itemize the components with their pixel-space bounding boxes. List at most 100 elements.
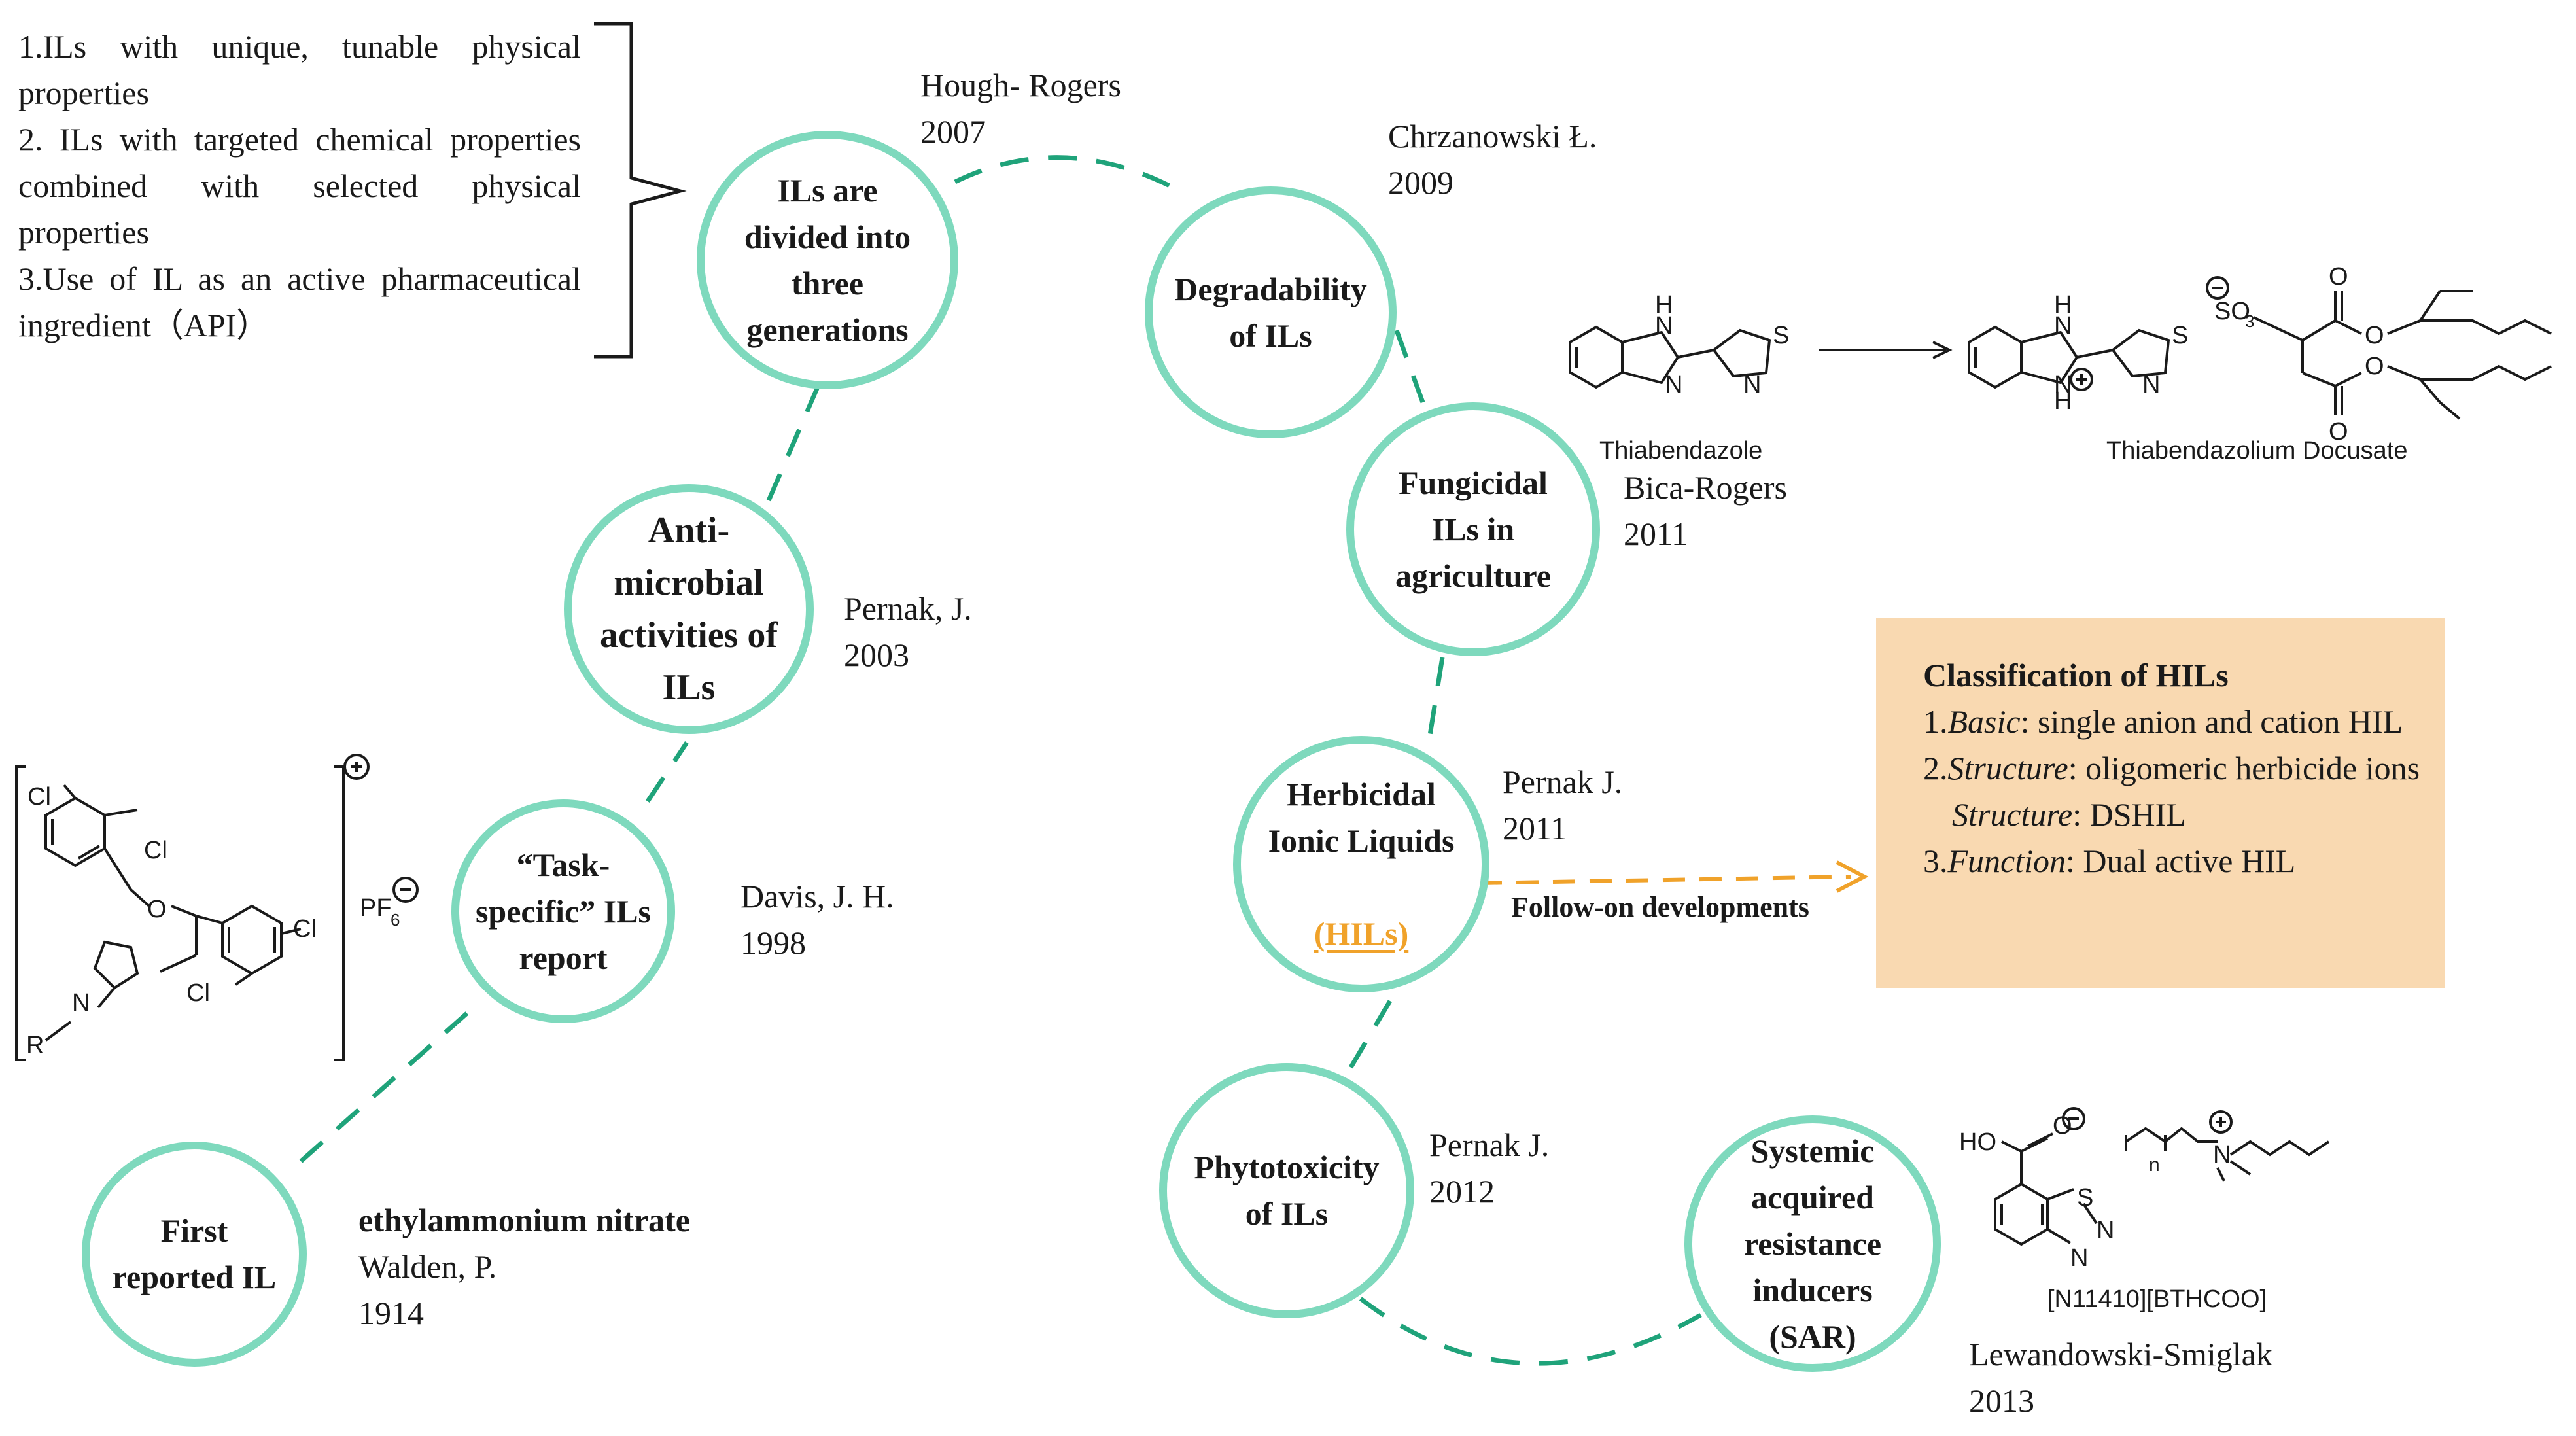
hils-link[interactable]: (HILs) bbox=[1314, 915, 1409, 952]
left-compound-structure bbox=[15, 754, 419, 1061]
label-sar-compound: [N11410][BTHCOO] bbox=[2047, 1286, 2267, 1313]
label-lewandowski: Lewandowski-Smiglak 2013 bbox=[1969, 1336, 2272, 1419]
generations-brace bbox=[594, 22, 687, 359]
atom-n-1: N bbox=[1655, 312, 1673, 340]
label-pernak-2011: Pernak J. 2011 bbox=[1503, 763, 1623, 847]
label-pernak-2012: Pernak J. 2012 bbox=[1429, 1127, 1550, 1210]
node-fungicidal-label: Fungicidal ILs in agriculture bbox=[1395, 464, 1551, 594]
classification-item-1-prefix: 1. bbox=[1923, 703, 1948, 740]
sar-compound-structure bbox=[1994, 1107, 2330, 1246]
node-phytotoxicity: Phytotoxicity of ILs bbox=[1159, 1063, 1414, 1318]
classification-box: Classification of HILs 1.Basic: single a… bbox=[1876, 618, 2445, 988]
atom-pf6: PF bbox=[360, 894, 392, 922]
connector-generations-to-degradability bbox=[954, 155, 1172, 189]
classification-item-2b: Structure: DSHIL bbox=[1923, 792, 2424, 838]
classification-item-2-prefix: 2. bbox=[1923, 750, 1948, 786]
atom-so3-sub: 3 bbox=[2245, 311, 2254, 331]
classification-item-3-prefix: 3. bbox=[1923, 843, 1948, 879]
atom-s-2: S bbox=[2172, 322, 2188, 349]
classification-item-2-key: Structure bbox=[1947, 750, 2068, 786]
chem-atoms: Cl Cl O N R Cl Cl PF 6 H N N S N H N N H… bbox=[26, 263, 2384, 1272]
node-phytotoxicity-label: Phytotoxicity of ILs bbox=[1194, 1149, 1380, 1232]
classification-item-1-text: : single anion and cation HIL bbox=[2020, 703, 2403, 740]
atom-o: O bbox=[147, 896, 167, 923]
connector-task-to-antimicrobial bbox=[646, 741, 689, 803]
atom-n-7: N bbox=[2097, 1217, 2114, 1244]
label-davis: Davis, J. H. 1998 bbox=[740, 878, 894, 961]
atom-o-4: O bbox=[2329, 418, 2348, 446]
classification-item-1: 1.Basic: single anion and cation HIL bbox=[1923, 699, 2424, 745]
atom-o-5: O bbox=[2053, 1112, 2072, 1140]
atom-sub-n: n bbox=[2149, 1154, 2160, 1176]
label-pernak-2003: Pernak, J. 2003 bbox=[844, 590, 972, 673]
atom-s-1: S bbox=[1773, 322, 1789, 349]
label-chrzanowski: Chrzanowski Ł. 2009 bbox=[1388, 118, 1597, 201]
connector-phytotoxicity-to-sar bbox=[1359, 1297, 1702, 1366]
node-three-generations: ILs are divided into three generations bbox=[697, 131, 958, 389]
connector-first-to-task bbox=[299, 999, 483, 1163]
node-fungicidal: Fungicidal ILs in agriculture bbox=[1346, 402, 1600, 656]
classification-item-2-text: : oligomeric herbicide ions bbox=[2068, 750, 2420, 786]
node-herbicidal: Herbicidal Ionic Liquids (HILs) bbox=[1233, 736, 1489, 992]
node-first-reported-il-label: First reported IL bbox=[112, 1212, 277, 1295]
thiabendazole-reaction-structures bbox=[1569, 276, 2552, 420]
atom-h-1: H bbox=[1655, 291, 1673, 319]
node-antimicrobial: Anti- microbial activities of ILs bbox=[564, 484, 814, 734]
node-degradability-label: Degradability of ILs bbox=[1174, 270, 1367, 354]
node-antimicrobial-label: Anti- microbial activities of ILs bbox=[599, 510, 778, 708]
atom-n-3: N bbox=[1743, 371, 1761, 398]
classification-item-1-key: Basic bbox=[1947, 703, 2021, 740]
classification-item-3: 3.Function: Dual active HIL bbox=[1923, 838, 2424, 884]
node-sar: Systemic acquired resistance inducers (S… bbox=[1684, 1115, 1941, 1372]
atom-n-6: N bbox=[2142, 371, 2160, 398]
atom-n-9: N bbox=[2213, 1141, 2231, 1168]
atom-n-5: N bbox=[2054, 371, 2072, 398]
atom-h-2: H bbox=[2054, 291, 2072, 319]
classification-item-3-key: Function bbox=[1947, 843, 2066, 879]
label-follow-on: Follow-on developments bbox=[1511, 891, 1809, 923]
follow-on-arrow bbox=[1479, 860, 1869, 893]
atom-pf6-sub: 6 bbox=[391, 910, 400, 930]
atom-s-3: S bbox=[2077, 1184, 2093, 1212]
atom-n-2: N bbox=[1665, 371, 1682, 398]
node-herbicidal-label: Herbicidal Ionic Liquids bbox=[1268, 776, 1455, 859]
label-thiabendazolium-docusate: Thiabendazolium Docusate bbox=[2106, 437, 2408, 464]
node-first-reported-il: First reported IL bbox=[82, 1142, 307, 1367]
timeline-connectors bbox=[299, 155, 1702, 1366]
connector-herbicidal-to-phytotoxicity bbox=[1345, 1000, 1393, 1074]
label-ethylammonium: ethylammonium nitrate bbox=[358, 1202, 690, 1238]
atom-cl-2: Cl bbox=[144, 837, 167, 864]
atom-cl-1: Cl bbox=[27, 783, 51, 811]
atom-so3: SO bbox=[2214, 298, 2250, 325]
classification-item-3-text: : Dual active HIL bbox=[2066, 843, 2296, 879]
generations-list: 1.ILs with unique, tunable physical prop… bbox=[18, 28, 581, 343]
atom-n: N bbox=[72, 989, 90, 1017]
atom-n-8: N bbox=[2070, 1244, 2088, 1272]
atom-o-3: O bbox=[2365, 353, 2384, 380]
atom-h-3: H bbox=[2054, 387, 2072, 415]
classification-item-2: 2.Structure: oligomeric herbicide ions bbox=[1923, 745, 2424, 792]
connector-fungicidal-to-herbicidal bbox=[1427, 657, 1445, 740]
node-degradability: Degradability of ILs bbox=[1145, 186, 1397, 438]
atom-cl-4: Cl bbox=[186, 979, 210, 1007]
node-task-specific-label: “Task- specific” ILs report bbox=[475, 846, 652, 976]
label-thiabendazole: Thiabendazole bbox=[1599, 437, 1763, 464]
classification-item-2b-key: Structure bbox=[1952, 796, 2073, 833]
atom-o-2: O bbox=[2365, 322, 2384, 349]
node-sar-label: Systemic acquired resistance inducers (S… bbox=[1743, 1132, 1882, 1355]
label-bica-rogers: Bica-Rogers 2011 bbox=[1624, 469, 1787, 552]
atom-n-4: N bbox=[2054, 312, 2072, 340]
atom-ho: HO bbox=[1959, 1129, 1996, 1156]
label-walden: Walden, P. 1914 bbox=[358, 1248, 497, 1331]
atom-r: R bbox=[26, 1032, 44, 1059]
label-hough-rogers: Hough- Rogers 2007 bbox=[920, 67, 1121, 150]
atom-cl-3: Cl bbox=[293, 915, 317, 943]
classification-item-2b-text: : DSHIL bbox=[2072, 796, 2186, 833]
node-three-generations-label: ILs are divided into three generations bbox=[744, 171, 911, 348]
node-task-specific: “Task- specific” ILs report bbox=[451, 799, 675, 1023]
node-herbicidal-text: Herbicidal Ionic Liquids (HILs) bbox=[1268, 725, 1455, 1004]
connector-antimicrobial-to-generations bbox=[766, 378, 824, 502]
connector-degradability-to-fungicidal bbox=[1394, 329, 1425, 404]
